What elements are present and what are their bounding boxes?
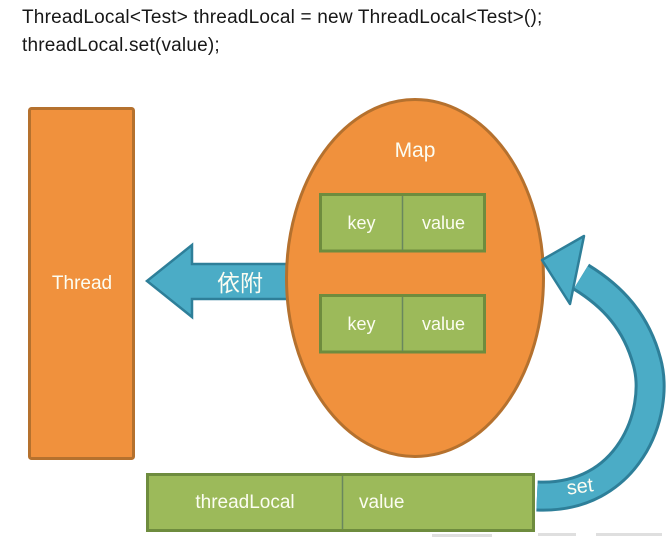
set-arrow-band [536,266,663,509]
kv2-value-label: value [421,313,466,334]
code-line-2: threadLocal.set(value); [22,35,220,56]
threadlocal-box [146,473,535,532]
set-arrowhead-icon [540,234,586,306]
attach-arrow-label: 依附 [217,270,263,296]
code-line-1: ThreadLocal<Test> threadLocal = new Thre… [22,7,543,28]
watermark-remnant [538,533,576,536]
threadlocal-key-label: threadLocal [195,491,295,513]
map-label: Map [394,139,436,162]
thread-label: Thread [51,273,113,294]
threadlocal-value-label: value [359,491,405,513]
kv1-key-label: key [347,212,376,233]
kv2-key-label: key [347,313,376,334]
kv1-value-label: value [421,212,466,233]
thread-box [28,107,135,460]
watermark-remnant [596,533,662,536]
watermark-remnant [432,534,492,537]
map-ellipse [285,98,545,458]
